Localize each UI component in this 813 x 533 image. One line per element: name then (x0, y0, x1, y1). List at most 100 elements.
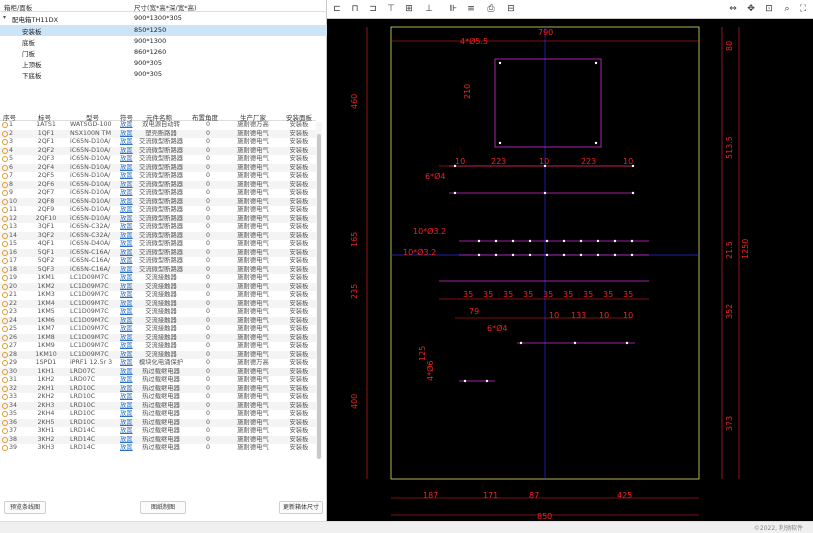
print-icon[interactable]: ⎙ (487, 4, 495, 14)
place-link[interactable]: 放置 (120, 367, 133, 375)
place-link[interactable]: 放置 (120, 299, 133, 307)
place-link[interactable]: 放置 (120, 444, 133, 451)
save-icon[interactable]: ⊟ (507, 4, 515, 14)
tree-item-bottom-board[interactable]: 下底板 900*305 (0, 69, 327, 80)
place-link[interactable]: 放置 (120, 325, 133, 332)
place-link[interactable]: 放置 (120, 274, 133, 281)
tree-item-install-board[interactable]: 安装板 850*1250 (0, 25, 327, 36)
align-top-icon[interactable]: ⊤ (387, 4, 395, 14)
distribute-h-icon[interactable]: ⊪ (449, 4, 457, 14)
zoom-fit-icon[interactable]: ⇔ (729, 4, 737, 14)
zoom-window-icon[interactable]: ⊡ (765, 4, 773, 14)
place-link[interactable]: 放置 (120, 197, 133, 205)
place-link[interactable]: 放置 (120, 359, 133, 366)
place-link[interactable]: 放置 (120, 333, 133, 341)
table-scrollbar[interactable] (316, 122, 322, 459)
preview-button[interactable]: 预览条线图 (4, 501, 46, 514)
place-link[interactable]: 放置 (120, 223, 133, 230)
place-link[interactable]: 放置 (120, 214, 133, 222)
collapse-icon[interactable]: ▾ (3, 14, 7, 21)
place-link[interactable]: 放置 (120, 435, 133, 443)
place-link[interactable]: 放置 (120, 189, 133, 196)
place-link[interactable]: 放置 (120, 129, 133, 137)
zoom-icon[interactable]: ⌕ (784, 4, 790, 14)
tree-item-door-board[interactable]: 门板 860*1260 (0, 47, 327, 58)
place-link[interactable]: 放置 (120, 410, 133, 417)
place-link[interactable]: 放置 (120, 240, 133, 247)
place-link[interactable]: 放置 (120, 282, 133, 290)
fullscreen-icon[interactable]: ⛶ (799, 4, 807, 14)
place-link[interactable]: 放置 (120, 342, 133, 349)
place-link[interactable]: 放置 (120, 393, 133, 400)
move-icon[interactable]: ✥ (747, 4, 755, 14)
place-link[interactable]: 放置 (120, 172, 133, 179)
cad-canvas[interactable]: 790 4*Ø5.5 460 165 235 400 210 80 513.5 … (327, 19, 813, 521)
place-link[interactable]: 放置 (120, 257, 133, 264)
align-left-icon[interactable]: ⊏ (333, 4, 341, 14)
tree-item-base-board[interactable]: 底板 900*1300 (0, 36, 327, 47)
place-link[interactable]: 放置 (120, 163, 133, 171)
place-link[interactable]: 放置 (120, 138, 133, 145)
align-center-icon[interactable]: ⊓ (351, 4, 359, 14)
scrollbar-thumb[interactable] (317, 134, 321, 459)
place-link[interactable]: 放置 (120, 384, 133, 392)
update-size-button[interactable]: 更新箱体尺寸 (279, 501, 323, 514)
place-link[interactable]: 放置 (120, 231, 133, 239)
place-link[interactable]: 放置 (120, 418, 133, 426)
place-link[interactable]: 放置 (120, 350, 133, 358)
place-link[interactable]: 放置 (120, 427, 133, 434)
distribute-v-icon[interactable]: ≡ (467, 4, 475, 14)
place-link[interactable]: 放置 (120, 291, 133, 298)
place-link[interactable]: 放置 (120, 316, 133, 324)
drawing-button[interactable]: 图纸制图 (140, 501, 186, 514)
place-link[interactable]: 放置 (120, 180, 133, 188)
tree-root[interactable]: ▾ 配电箱TH11DX 900*1300*305 (0, 13, 327, 24)
place-link[interactable]: 放置 (120, 146, 133, 154)
align-right-icon[interactable]: ⊐ (369, 4, 377, 14)
align-middle-icon[interactable]: ⊞ (405, 4, 413, 14)
place-link[interactable]: 放置 (120, 248, 133, 256)
place-link[interactable]: 放置 (120, 401, 133, 409)
place-link[interactable]: 放置 (120, 206, 133, 213)
align-bottom-icon[interactable]: ⊥ (425, 4, 433, 14)
place-link[interactable]: 放置 (120, 308, 133, 315)
